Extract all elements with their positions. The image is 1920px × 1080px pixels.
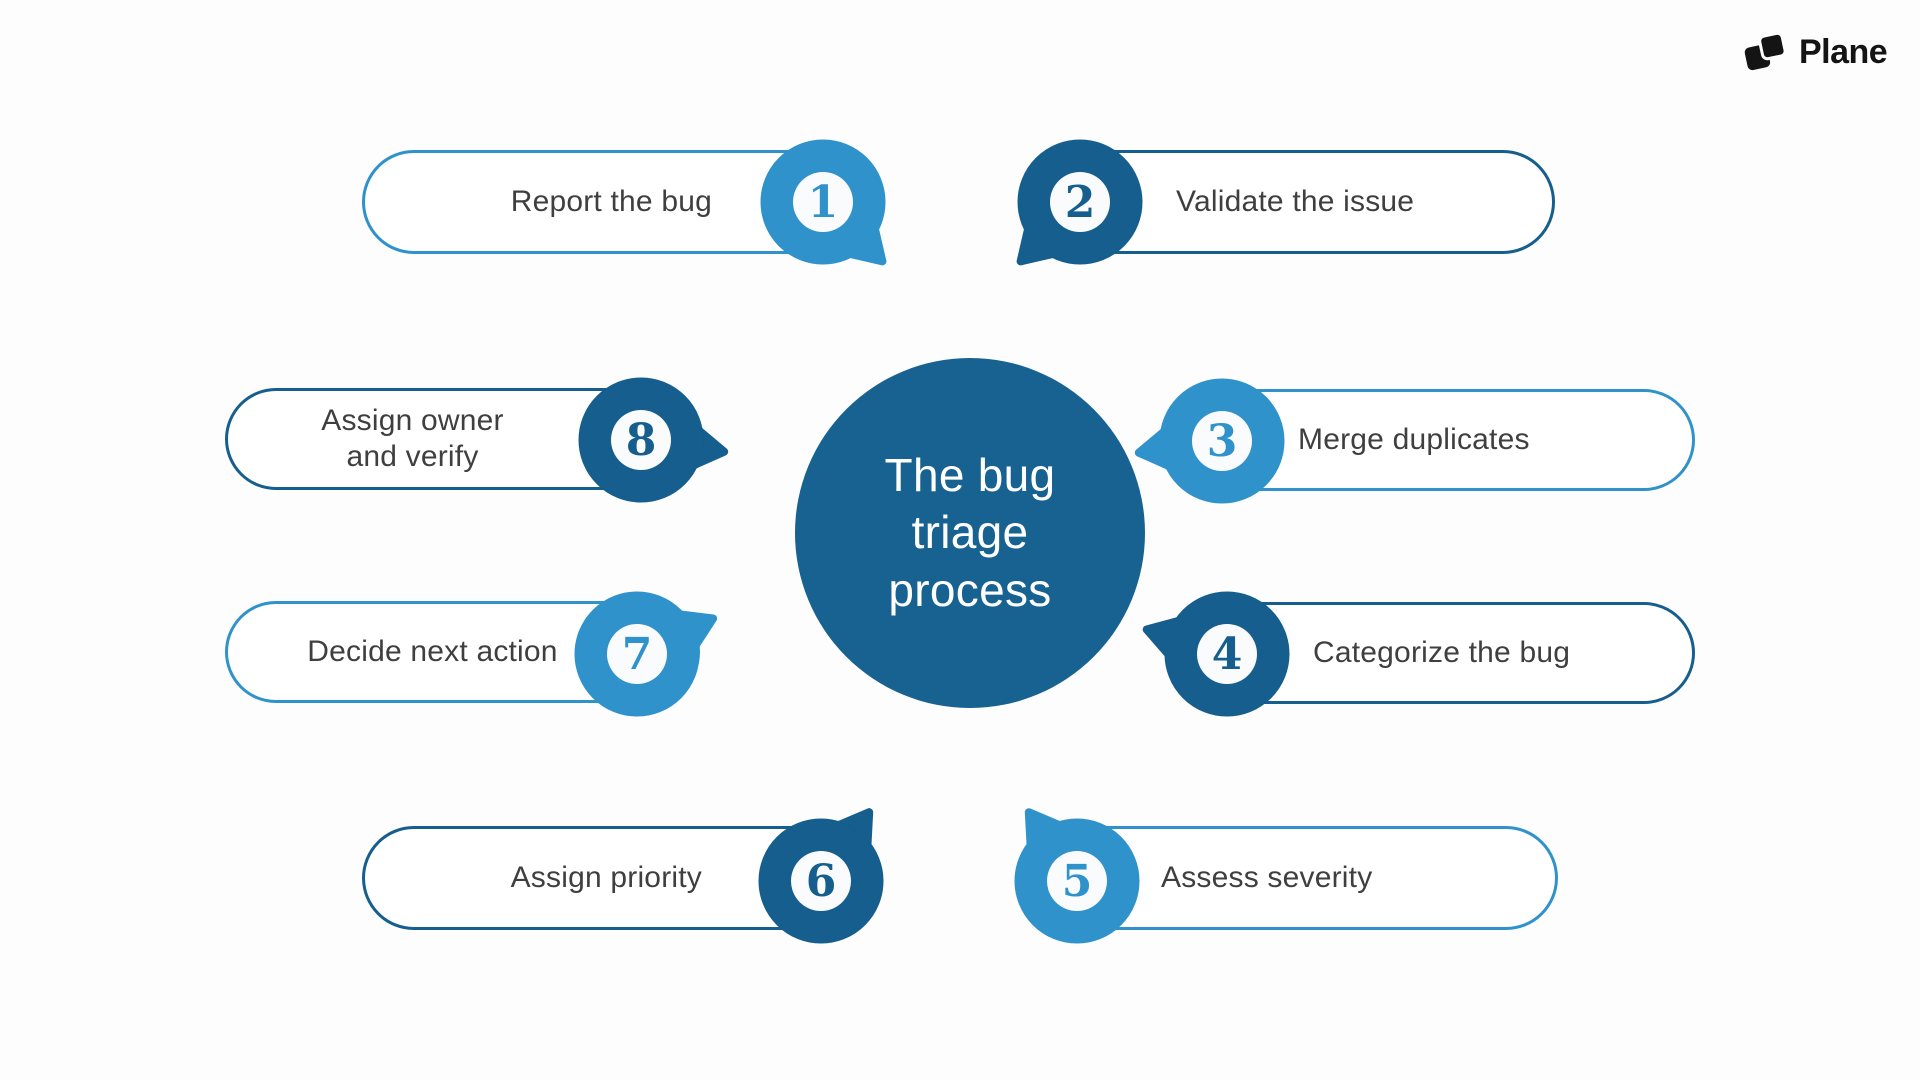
step-3-pill: Merge duplicates [1180, 389, 1695, 491]
bubble-tail [1142, 610, 1206, 677]
step-1-pill: Report the bug [362, 150, 870, 254]
bubble-tail [823, 202, 887, 266]
step-8-pill: Assign owner and verify [225, 388, 700, 490]
step-8-speech-bubble: 8 [578, 377, 729, 503]
plane-logo-icon [1744, 31, 1787, 71]
bubble-circle [758, 818, 884, 944]
bubble-inner-circle [1047, 851, 1107, 911]
step-6-speech-bubble: 6 [758, 808, 884, 944]
bubble-inner-circle [1192, 411, 1252, 471]
step-6-number: 6 [806, 856, 837, 907]
bubble-circle [1164, 591, 1290, 717]
bubble-tail [668, 411, 729, 479]
plane-logo-text: Plane [1799, 32, 1888, 71]
bubble-circle [578, 377, 704, 503]
step-4-speech-bubble: 4 [1142, 591, 1290, 717]
step-4-label: Categorize the bug [1313, 636, 1571, 669]
bubble-circle [760, 139, 886, 265]
step-2-speech-bubble: 2 [1016, 139, 1143, 266]
step-4-pill: Categorize the bug [1180, 602, 1695, 704]
bubble-circle [1014, 818, 1140, 944]
center-circle: The bug triage process [795, 358, 1145, 708]
step-1-speech-bubble: 1 [760, 139, 887, 266]
bubble-tail [1016, 202, 1080, 266]
step-7-pill: Decide next action [225, 601, 700, 703]
step-6-pill: Assign priority [362, 826, 870, 930]
bubble-tail [813, 808, 874, 873]
step-3-speech-bubble: 3 [1134, 378, 1285, 504]
bubble-inner-circle [791, 851, 851, 911]
bubble-inner-circle [1050, 172, 1110, 232]
step-1-number: 1 [808, 177, 839, 228]
bubble-inner-circle [607, 624, 667, 684]
step-7-speech-bubble: 7 [574, 591, 718, 717]
step-5-number: 5 [1062, 856, 1093, 907]
step-2-label: Validate the issue [1176, 185, 1415, 218]
step-1-label: Report the bug [510, 185, 712, 218]
step-3-number: 3 [1207, 416, 1238, 467]
step-3-label: Merge duplicates [1298, 423, 1530, 456]
bubble-circle [1159, 378, 1285, 504]
plane-logo: Plane [1743, 30, 1888, 74]
step-8-number: 8 [626, 415, 657, 466]
step-6-label: Assign priority [510, 861, 702, 894]
step-5-speech-bubble: 5 [1014, 808, 1140, 944]
step-5-label: Assess severity [1161, 861, 1373, 894]
bubble-tail [1024, 808, 1085, 873]
bubble-inner-circle [793, 172, 853, 232]
bubble-tail [652, 607, 718, 670]
step-2-number: 2 [1065, 177, 1096, 228]
bubble-tail [1134, 412, 1195, 480]
diagram-title: The bug triage process [884, 449, 1056, 616]
bubble-inner-circle [611, 410, 671, 470]
bubble-circle [1017, 139, 1143, 265]
bubble-inner-circle [1197, 624, 1257, 684]
step-7-label: Decide next action [307, 635, 558, 668]
step-7-number: 7 [622, 629, 653, 680]
bubble-circle [574, 591, 700, 717]
step-4-number: 4 [1212, 629, 1243, 680]
step-5-pill: Assess severity [1048, 826, 1558, 930]
step-8-label: Assign owner and verify [321, 404, 504, 473]
step-2-pill: Validate the issue [1035, 150, 1555, 254]
